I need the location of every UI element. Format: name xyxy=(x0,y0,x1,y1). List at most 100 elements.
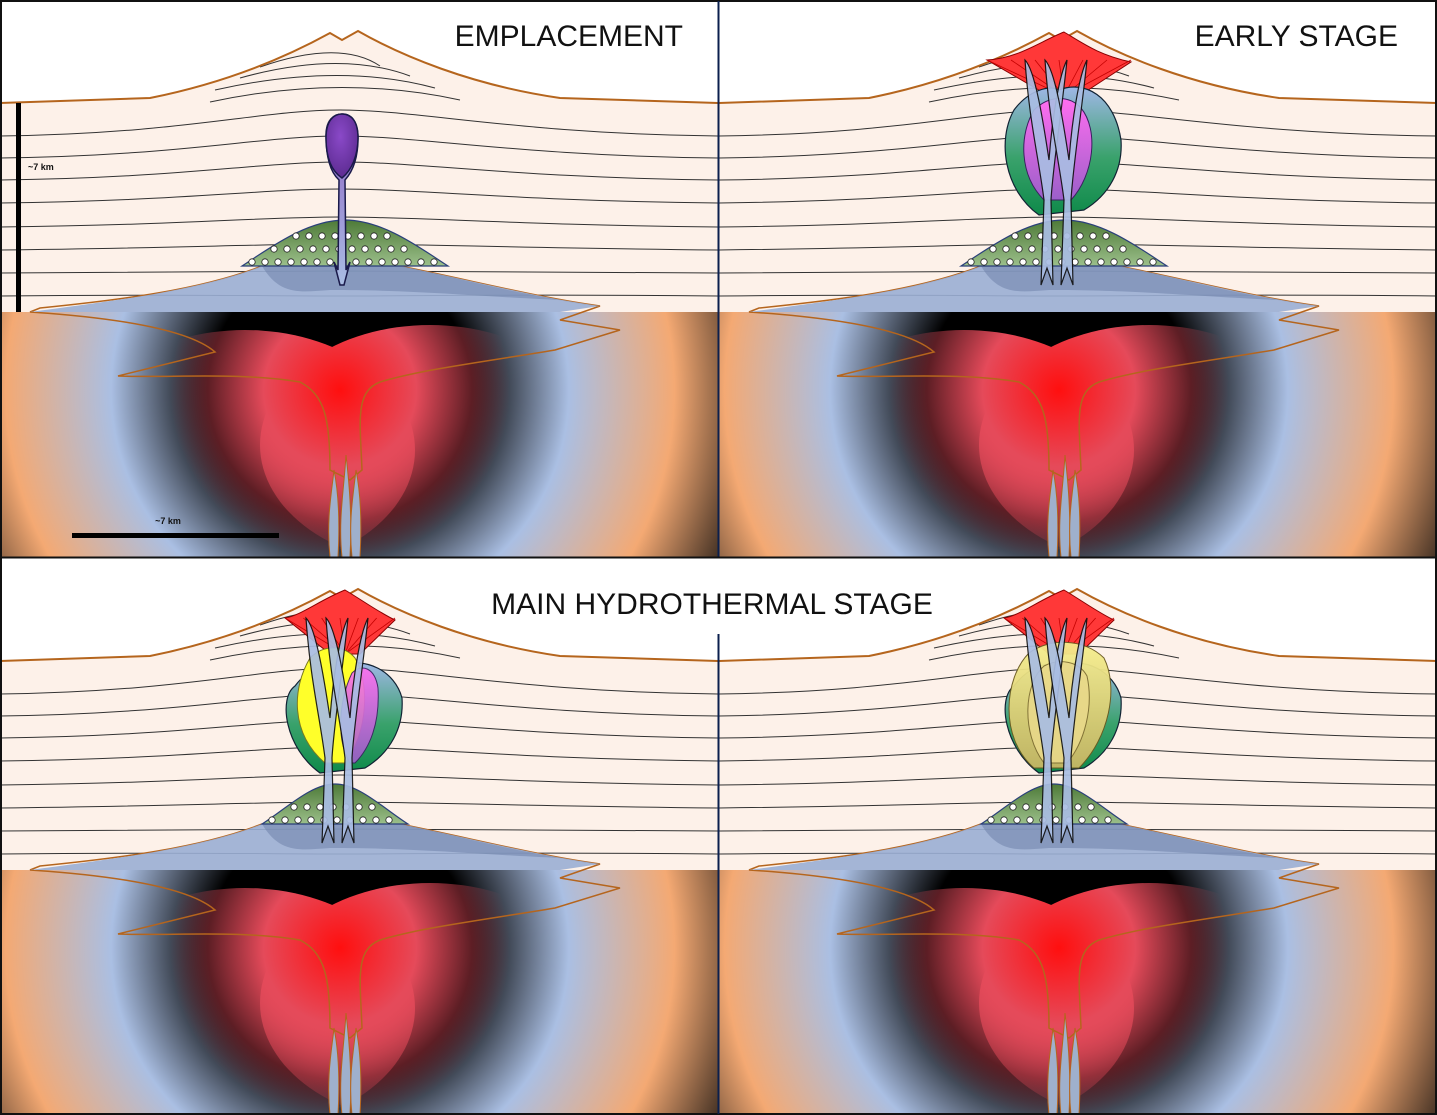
breccia-clast xyxy=(268,816,276,824)
breccia-body xyxy=(239,219,451,267)
breccia-clast xyxy=(372,816,380,824)
breccia-clast xyxy=(300,258,308,266)
breccia-clast xyxy=(1052,816,1060,824)
stratum-line xyxy=(719,216,1437,228)
breccia-clast xyxy=(309,245,317,253)
deep-magma-zone xyxy=(0,312,718,557)
panel-main-hydrothermal-b xyxy=(719,558,1437,1115)
breccia-clast xyxy=(283,245,291,253)
breccia-clast xyxy=(989,245,997,253)
breccia-clast xyxy=(1011,232,1019,240)
breccia-clast xyxy=(383,232,391,240)
breccia-clast xyxy=(1074,803,1082,811)
breccia-clast xyxy=(417,258,425,266)
breccia-clast xyxy=(993,258,1001,266)
horizontal-scale-label: ~7 km xyxy=(155,516,181,526)
breccia-clast xyxy=(1110,258,1118,266)
porphyry-dikes xyxy=(305,616,369,844)
breccia-clast xyxy=(318,232,326,240)
porphyry-intrusion xyxy=(325,113,359,286)
breccia-clast xyxy=(1032,258,1040,266)
edifice-line xyxy=(209,87,461,103)
breccia-clast xyxy=(1078,816,1086,824)
stratum-line xyxy=(0,109,718,137)
advanced-argillic-lithocap xyxy=(985,31,1133,97)
panel-title-emplacement: EMPLACEMENT xyxy=(455,20,683,53)
breccia-clast xyxy=(1013,816,1021,824)
feeder-dike xyxy=(350,1027,362,1115)
breccia-clast xyxy=(313,258,321,266)
breccia-clast xyxy=(316,803,324,811)
shared-title-background xyxy=(470,580,960,630)
stratum-line xyxy=(719,774,1437,786)
breccia-clast xyxy=(987,816,995,824)
breccia-clast xyxy=(1089,232,1097,240)
breccia-clast xyxy=(374,245,382,253)
feeder-dikes xyxy=(1047,1012,1081,1115)
feeder-dike xyxy=(328,1027,340,1115)
breccia-clast xyxy=(378,258,386,266)
lithocap-vein xyxy=(344,617,359,655)
breccia-clast xyxy=(1028,245,1036,253)
breccia-clast xyxy=(1000,816,1008,824)
hydrothermal-system xyxy=(1002,589,1122,844)
feeder-dike xyxy=(1047,469,1059,557)
breccia-clast xyxy=(261,258,269,266)
breccia-clast xyxy=(365,258,373,266)
hydrothermal-system xyxy=(283,589,403,844)
hot-zone-right xyxy=(260,325,600,557)
breccia-shape xyxy=(259,783,411,825)
breccia-clast xyxy=(270,245,278,253)
feeder-dike xyxy=(328,469,340,557)
breccia-clast xyxy=(303,803,311,811)
intrusion-roof-shade xyxy=(981,266,1279,300)
breccia-clast xyxy=(368,803,376,811)
breccia-clast xyxy=(1026,816,1034,824)
porphyry-dike xyxy=(325,616,369,844)
breccia-clast xyxy=(387,245,395,253)
breccia-clast xyxy=(400,245,408,253)
breccia-clast xyxy=(1076,232,1084,240)
breccia-clast xyxy=(1136,258,1144,266)
feeder-dike xyxy=(350,469,362,557)
breccia-clast xyxy=(1087,803,1095,811)
edifice-line xyxy=(214,74,436,91)
breccia-clast xyxy=(359,816,367,824)
breccia-clast xyxy=(1123,258,1131,266)
breccia-clast xyxy=(980,258,988,266)
breccia-clast xyxy=(1022,803,1030,811)
intrusion-cupola xyxy=(325,113,359,179)
feeder-dikes xyxy=(1047,454,1081,557)
feeder-dike xyxy=(1047,1027,1059,1115)
breccia-clast xyxy=(1104,816,1112,824)
breccia-clast xyxy=(1009,803,1017,811)
breccia-clast xyxy=(1119,245,1127,253)
breccia-clast xyxy=(352,258,360,266)
scale-bars: ~7 km ~7 km xyxy=(16,103,279,538)
hot-zone-right xyxy=(979,883,1319,1115)
breccia-clast xyxy=(281,816,289,824)
breccia-clast xyxy=(333,816,341,824)
breccia-clast xyxy=(361,245,369,253)
breccia-clast xyxy=(1035,803,1043,811)
lithocap-vein xyxy=(344,617,396,655)
breccia-clast xyxy=(1002,245,1010,253)
breccia-clast xyxy=(305,232,313,240)
breccia-clast xyxy=(430,258,438,266)
hydrothermal-system xyxy=(985,31,1133,286)
breccia-clast xyxy=(1093,245,1101,253)
vertical-scale-label: ~7 km xyxy=(28,162,54,172)
breccia-clast xyxy=(1054,245,1062,253)
stratum-line xyxy=(0,774,718,786)
breccia-clast xyxy=(391,258,399,266)
feeder-dikes xyxy=(328,454,362,557)
lithocap-vein xyxy=(344,617,377,655)
breccia-clast xyxy=(967,258,975,266)
breccia-clast xyxy=(1024,232,1032,240)
breccia-clast xyxy=(1015,245,1023,253)
breccia-clast xyxy=(248,258,256,266)
feeder-dike xyxy=(1069,469,1081,557)
hot-zone-right xyxy=(260,883,600,1115)
edifice-line xyxy=(259,52,381,68)
